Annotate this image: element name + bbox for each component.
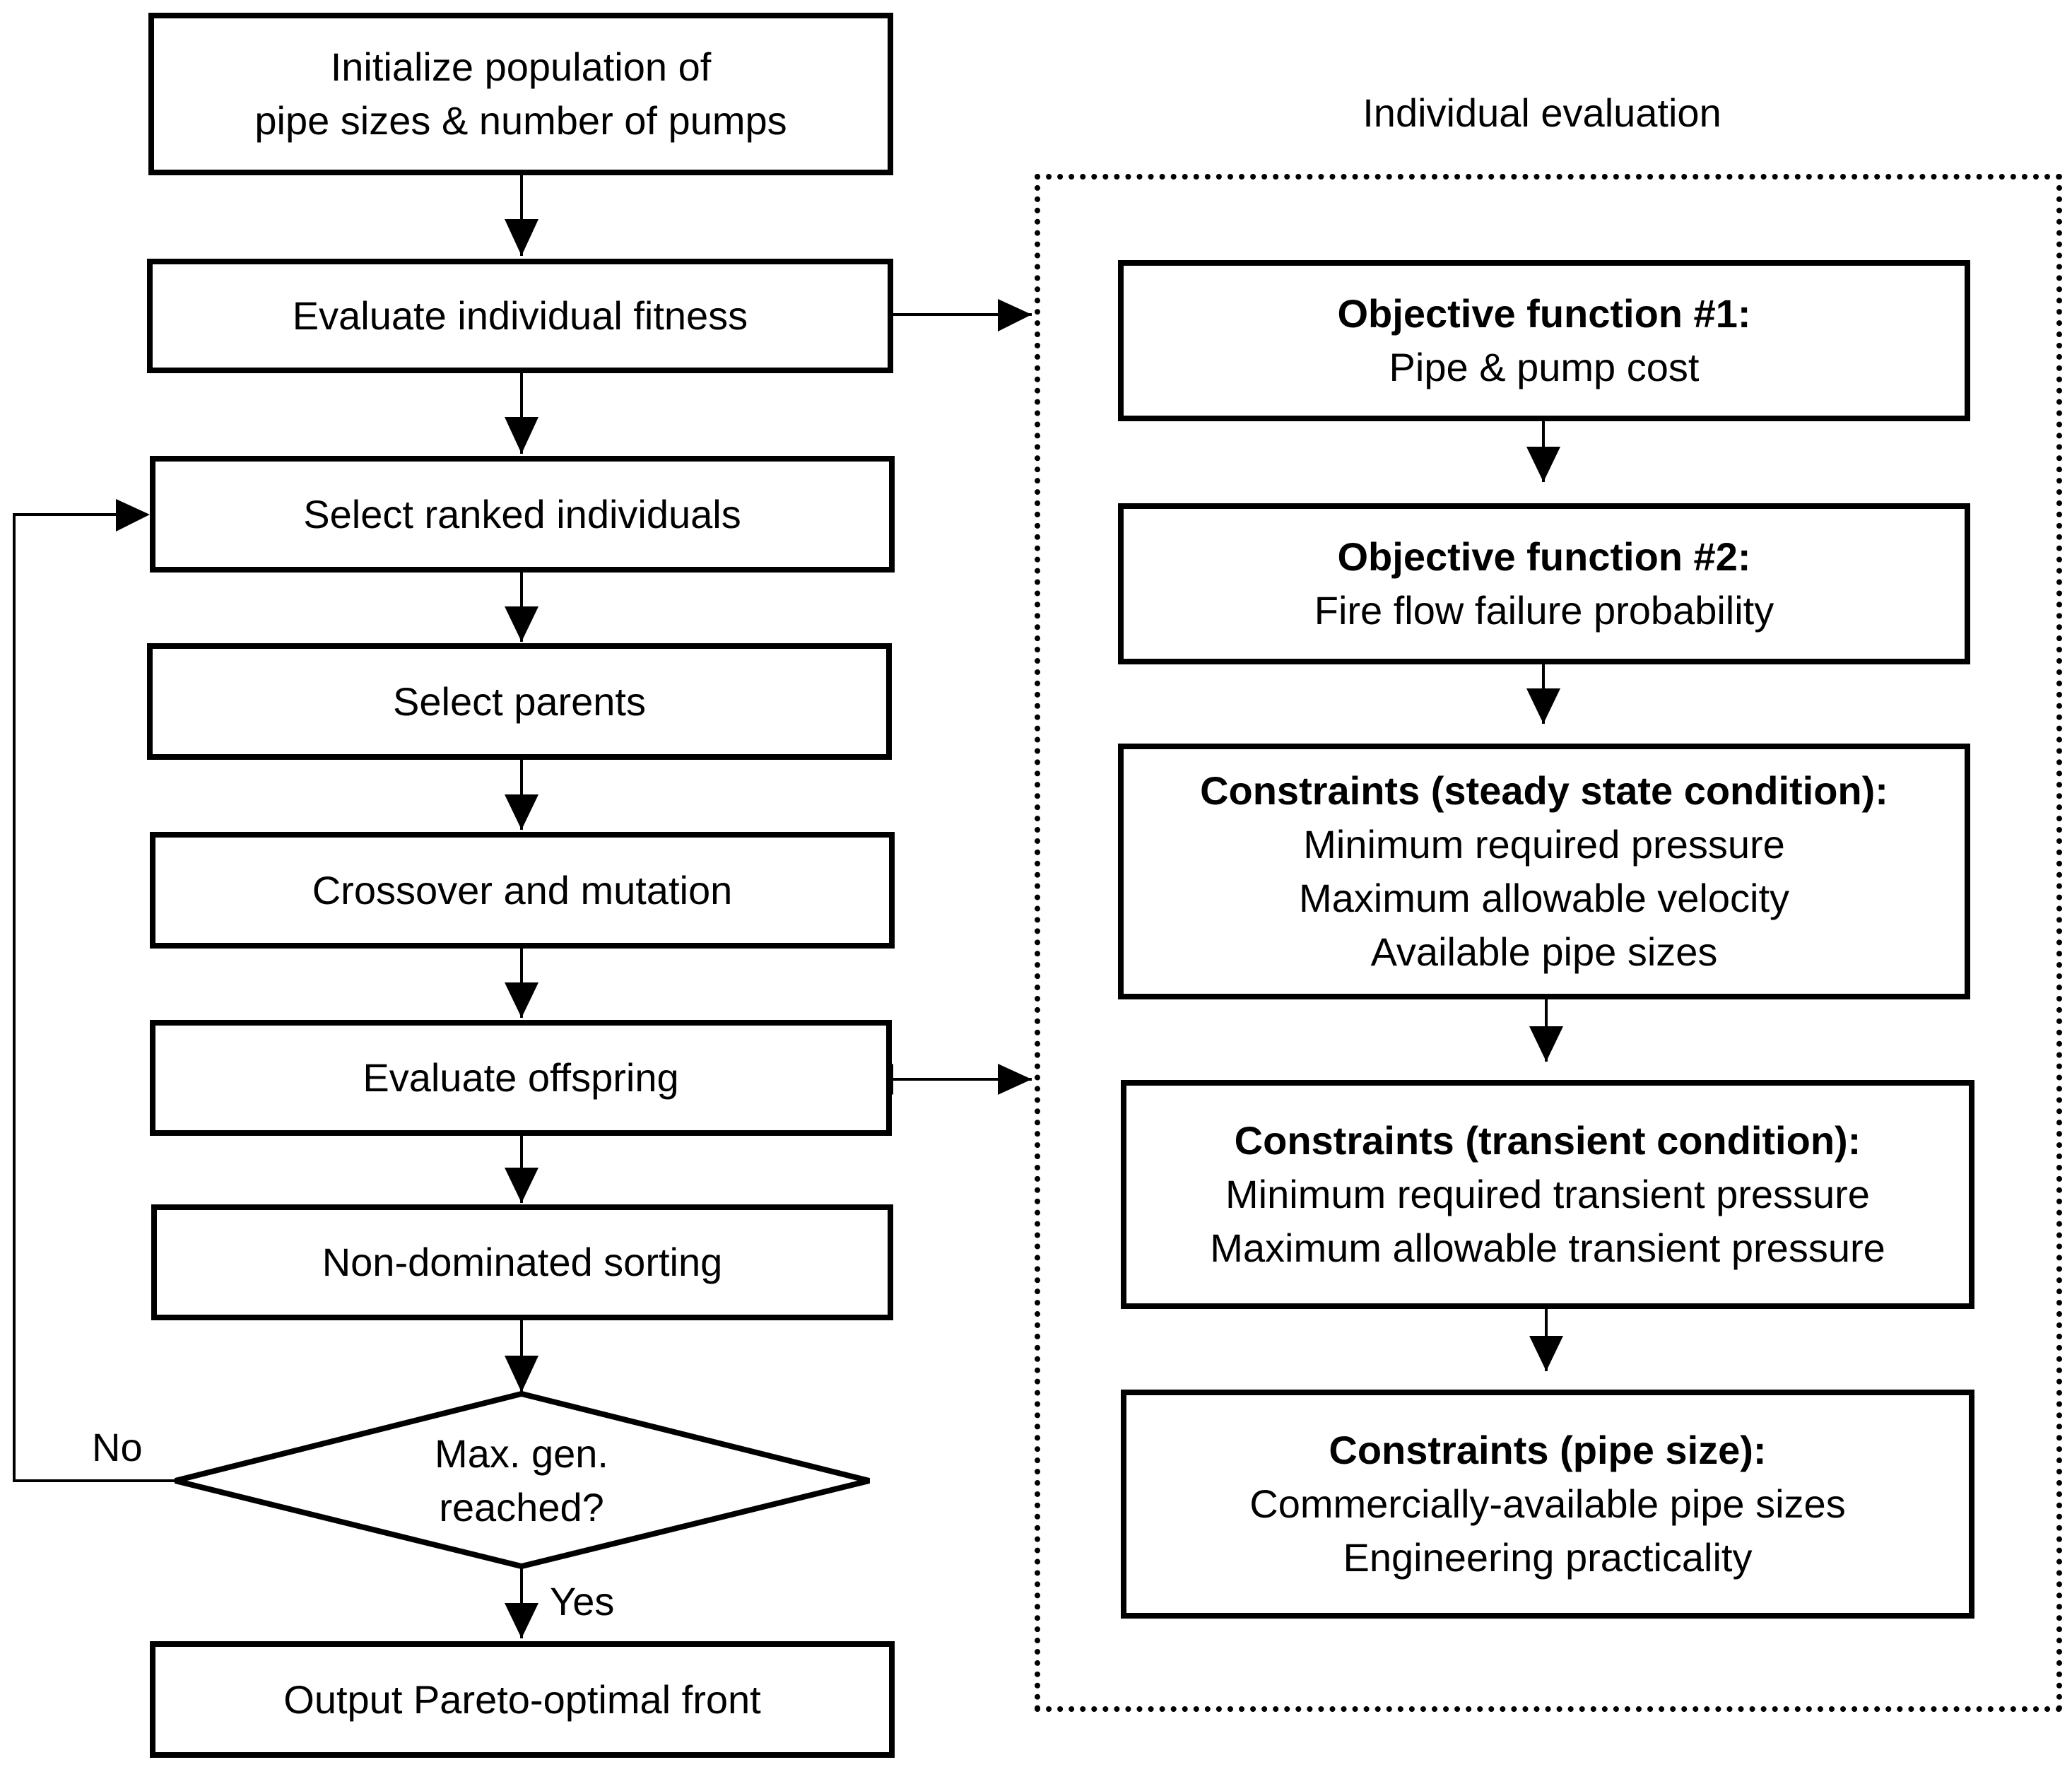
arrowhead-right [998, 299, 1032, 331]
pipesize-constraints-box: Constraints (pipe size): Commercially-av… [1121, 1390, 1974, 1619]
pipesize-heading: Constraints (pipe size): [1329, 1428, 1767, 1472]
evaluation-frame [1035, 174, 2062, 1712]
transient-constraints-box: Constraints (transient condition): Minim… [1121, 1080, 1974, 1309]
evaluate-fitness-label: Evaluate individual fitness [292, 293, 748, 338]
steady-line-1: Minimum required pressure [1303, 822, 1785, 867]
objective-1-box: Objective function #1: Pipe & pump cost [1118, 260, 1970, 421]
crossover-box: Crossover and mutation [150, 832, 895, 949]
objective-2-box: Objective function #2: Fire flow failure… [1118, 503, 1970, 664]
objective-1-line: Pipe & pump cost [1389, 345, 1700, 389]
arrowhead-down [505, 606, 538, 642]
pipesize-line-1: Commercially-available pipe sizes [1249, 1481, 1846, 1526]
steady-heading: Constraints (steady state condition): [1200, 768, 1888, 813]
yes-label: Yes [550, 1579, 615, 1624]
sorting-box: Non-dominated sorting [151, 1204, 893, 1320]
arrowhead-down [505, 794, 538, 830]
output-label: Output Pareto-optimal front [283, 1677, 761, 1722]
select-parents-box: Select parents [147, 643, 892, 760]
steady-constraints-box: Constraints (steady state condition): Mi… [1118, 744, 1970, 999]
arrowhead-down [505, 219, 538, 256]
no-label: No [92, 1425, 143, 1469]
evaluate-offspring-box: Evaluate offspring [150, 1020, 892, 1136]
crossover-label: Crossover and mutation [312, 867, 733, 912]
decision-line-1: Max. gen. [435, 1431, 608, 1476]
arrowhead-down [505, 982, 538, 1018]
arrowhead-down [1529, 1026, 1563, 1062]
objective-1-heading: Objective function #1: [1337, 291, 1751, 336]
arrowhead-down [505, 417, 538, 454]
objective-2-line: Fire flow failure probability [1314, 588, 1774, 633]
init-line-2: pipe sizes & number of pumps [254, 98, 787, 143]
arrowhead-down [1526, 447, 1560, 482]
decision-text: Max. gen. reached? [353, 1424, 690, 1537]
panel-title: Individual evaluation [1362, 90, 1721, 135]
select-parents-label: Select parents [393, 679, 646, 724]
init-line-1: Initialize population of [330, 45, 712, 89]
loop-back-line [13, 513, 177, 1482]
decision-diamond [175, 1390, 870, 1570]
arrowhead-right [116, 499, 150, 532]
output-box: Output Pareto-optimal front [150, 1641, 895, 1758]
steady-line-3: Available pipe sizes [1370, 929, 1718, 974]
arrowhead-down [505, 1356, 538, 1392]
arrowhead-down [505, 1168, 538, 1203]
select-ranked-box: Select ranked individuals [150, 456, 895, 573]
transient-line-1: Minimum required transient pressure [1225, 1172, 1870, 1216]
arrowhead-down [1526, 688, 1560, 724]
arrowhead-down [1529, 1336, 1563, 1371]
transient-line-2: Maximum allowable transient pressure [1210, 1226, 1885, 1270]
transient-heading: Constraints (transient condition): [1234, 1118, 1861, 1163]
evaluate-fitness-box: Evaluate individual fitness [147, 259, 893, 373]
init-population-box: Initialize population of pipe sizes & nu… [148, 13, 893, 175]
pipesize-line-2: Engineering practicality [1343, 1535, 1753, 1580]
arrowhead-down [505, 1603, 538, 1638]
steady-line-2: Maximum allowable velocity [1298, 876, 1789, 920]
select-ranked-label: Select ranked individuals [303, 491, 741, 536]
evaluate-offspring-label: Evaluate offspring [363, 1055, 679, 1100]
objective-2-heading: Objective function #2: [1337, 534, 1751, 579]
arrowhead-right [998, 1064, 1032, 1095]
sorting-label: Non-dominated sorting [322, 1240, 723, 1284]
decision-line-2: reached? [439, 1485, 604, 1530]
